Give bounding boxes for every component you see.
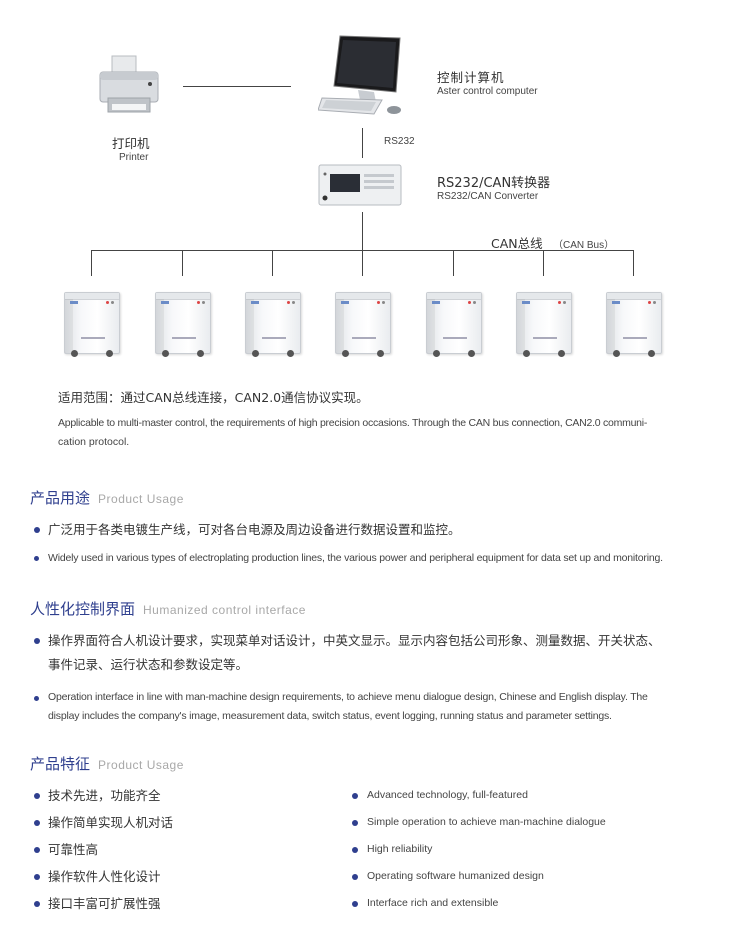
converter-label-cn: RS232/CAN转换器 xyxy=(437,176,551,191)
bullet-dot xyxy=(352,820,358,826)
interface-title-cn: 人性化控制界面 xyxy=(30,600,136,618)
computer-label-en: Aster control computer xyxy=(437,86,538,97)
power-supply-cabinet xyxy=(64,292,120,357)
power-supply-cabinet xyxy=(335,292,391,357)
interface-text-cn-2: 事件记录、运行状态和参数设定等。 xyxy=(48,657,249,672)
power-supply-cabinet xyxy=(426,292,482,357)
bullet-dot xyxy=(352,793,358,799)
feature-item-en: Simple operation to achieve man-machine … xyxy=(367,816,606,828)
usage-section-title: 产品用途 Product Usage xyxy=(30,487,184,508)
usage-title-cn: 产品用途 xyxy=(30,489,91,507)
printer-image xyxy=(98,54,162,116)
applicable-text-en-1: Applicable to multi-master control, the … xyxy=(58,417,648,429)
bus-drop xyxy=(633,250,634,276)
feature-item-cn: 接口丰富可扩展性强 xyxy=(48,896,161,911)
bullet-dot xyxy=(352,874,358,880)
bullet-dot xyxy=(34,638,40,644)
usage-text-cn: 广泛用于各类电镀生产线，可对各台电源及周边设备进行数据设置和监控。 xyxy=(48,522,461,537)
power-supply-cabinet xyxy=(155,292,211,357)
bus-drop xyxy=(272,250,273,276)
computer-converter-link xyxy=(362,128,363,158)
bullet-dot xyxy=(34,696,39,701)
bullet-dot xyxy=(34,847,40,853)
feature-item-en: High reliability xyxy=(367,843,433,855)
can-bus-label-en: （CAN Bus） xyxy=(553,240,615,251)
bus-drop xyxy=(362,250,363,276)
bus-drop xyxy=(543,250,544,276)
interface-text-en-1: Operation interface in line with man-mac… xyxy=(48,691,648,703)
feature-item-cn: 技术先进，功能齐全 xyxy=(48,788,161,803)
printer-label-cn: 打印机 xyxy=(112,136,150,151)
interface-text-en-2: display includes the company's image, me… xyxy=(48,710,612,722)
usage-title-en: Product Usage xyxy=(98,492,184,506)
bullet-dot xyxy=(34,527,40,533)
feature-item-en: Advanced technology, full-featured xyxy=(367,789,528,801)
interface-section-title: 人性化控制界面 Humanized control interface xyxy=(30,598,306,619)
can-bus-label-cn: CAN总线 xyxy=(491,236,543,251)
feature-item-en: Operating software humanized design xyxy=(367,870,544,882)
power-supply-cabinet xyxy=(516,292,572,357)
printer-label-en: Printer xyxy=(119,152,149,163)
printer-computer-link xyxy=(183,86,291,87)
power-supply-cabinet xyxy=(606,292,662,357)
bus-drop xyxy=(91,250,92,276)
bullet-dot xyxy=(34,556,39,561)
converter-label-en: RS232/CAN Converter xyxy=(437,191,539,202)
feature-item-cn: 操作软件人性化设计 xyxy=(48,869,161,884)
features-title-cn: 产品特征 xyxy=(30,755,91,773)
bullet-dot xyxy=(34,793,40,799)
interface-title-en: Humanized control interface xyxy=(143,603,306,617)
features-section-title: 产品特征 Product Usage xyxy=(30,753,184,774)
bus-drop xyxy=(453,250,454,276)
bullet-dot xyxy=(34,901,40,907)
interface-text-cn-1: 操作界面符合人机设计要求，实现菜单对话设计，中英文显示。显示内容包括公司形象、测… xyxy=(48,633,661,648)
usage-text-en: Widely used in various types of electrop… xyxy=(48,552,663,564)
bullet-dot xyxy=(34,820,40,826)
computer-image xyxy=(317,34,408,122)
converter-bus-link xyxy=(362,212,363,250)
power-supply-cabinet xyxy=(245,292,301,357)
bullet-dot xyxy=(352,847,358,853)
converter-image xyxy=(318,164,402,206)
feature-item-cn: 可靠性高 xyxy=(48,842,99,857)
computer-label-cn: 控制计算机 xyxy=(437,70,505,85)
bullet-dot xyxy=(34,874,40,880)
bus-drop xyxy=(182,250,183,276)
bullet-dot xyxy=(352,901,358,907)
applicable-text-cn: 适用范围：通过CAN总线连接，CAN2.0通信协议实现。 xyxy=(58,390,369,405)
rs232-label: RS232 xyxy=(384,136,415,147)
feature-item-en: Interface rich and extensible xyxy=(367,897,499,909)
applicable-text-en-2: cation protocol. xyxy=(58,436,130,448)
feature-item-cn: 操作简单实现人机对话 xyxy=(48,815,174,830)
features-title-en: Product Usage xyxy=(98,758,184,772)
